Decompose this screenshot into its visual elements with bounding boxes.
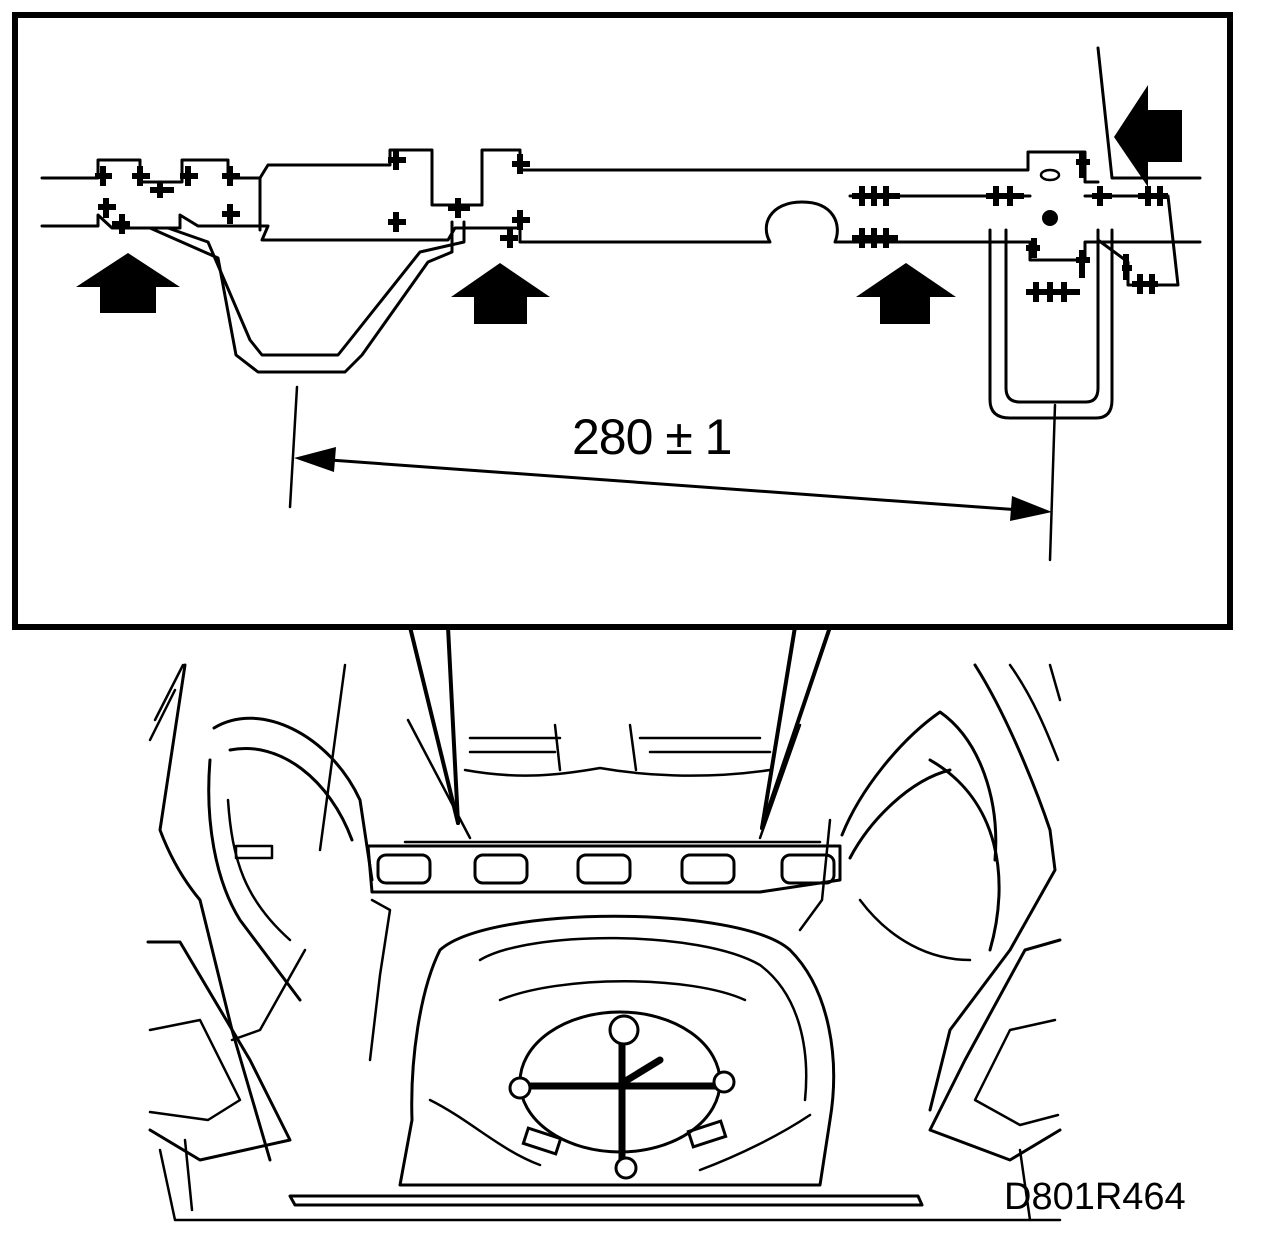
weld-spot-icon: [986, 152, 1090, 206]
mount-hole: [614, 1156, 638, 1180]
location-arrow-icon: [856, 263, 956, 324]
mount-hole: [712, 1070, 736, 1094]
location-arrow-icon: [1114, 85, 1182, 187]
mount-hole: [608, 1014, 640, 1046]
rear-crossmember: [366, 840, 842, 894]
dimension-line: [288, 385, 1057, 562]
drain-plug: [521, 1126, 563, 1156]
callout-pointer: [408, 625, 832, 830]
left-wheel-arch: [148, 663, 392, 1162]
hole: [1042, 210, 1058, 226]
location-arrow-icon: [451, 263, 550, 324]
crossmember-slot: [376, 853, 432, 885]
crossmember-slot: [473, 853, 529, 885]
detail-frame: [12, 12, 1233, 630]
weld-spot-icon: [1026, 238, 1090, 302]
hole: [1039, 168, 1061, 182]
weld-spot-icon: [500, 154, 530, 248]
right-wheel-arch: [798, 663, 1062, 1112]
weld-spot-icon: [95, 166, 130, 234]
detail-view: [12, 12, 1233, 630]
spare-wheel-well: [398, 914, 836, 1187]
rear-sill: [288, 1194, 924, 1207]
crossmember-slot: [780, 853, 836, 885]
location-arrows: [76, 85, 1182, 324]
crossmember-slot: [680, 853, 736, 885]
location-arrow-icon: [76, 253, 180, 313]
dimension-arrowhead: [294, 447, 336, 472]
weld-spot-icon: [1092, 186, 1168, 294]
right-lower-side: [928, 938, 1062, 1222]
weld-spot-icon: [388, 150, 470, 232]
weld-spot-icon: [222, 166, 240, 224]
upper-panels: [406, 718, 802, 840]
drain-plug: [686, 1119, 728, 1149]
weld-spots: [95, 150, 1168, 302]
dimension-arrowhead: [1010, 496, 1052, 521]
vehicle-rear-view: [146, 663, 1062, 1222]
crossmember-slot: [576, 853, 632, 885]
u-bracket-left: [148, 220, 466, 374]
weld-spot-icon: [132, 166, 198, 198]
figure-reference-code: D801R464: [1004, 1176, 1186, 1218]
dimension-label: 280 ± 1: [572, 409, 732, 465]
mount-hole: [508, 1076, 532, 1100]
weld-spot-icon: [852, 186, 900, 248]
u-bracket-right: [988, 228, 1114, 420]
left-lower-side: [146, 940, 1062, 1222]
